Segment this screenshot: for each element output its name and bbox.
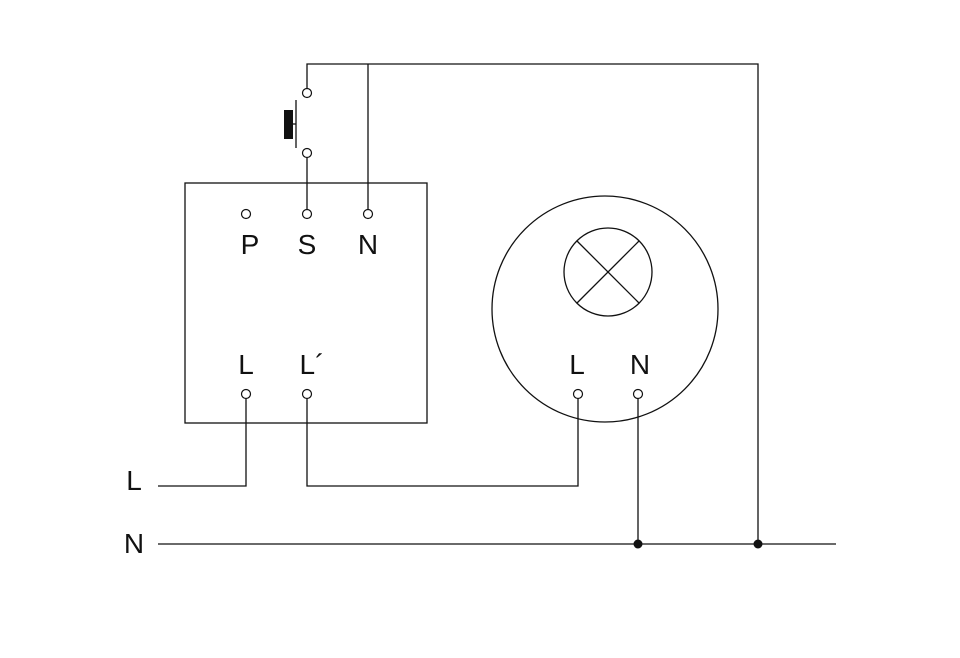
push-button-icon bbox=[284, 100, 297, 148]
label-p: P bbox=[241, 229, 260, 260]
lamp-terminal-l bbox=[572, 388, 584, 400]
lamp-housing bbox=[491, 195, 719, 423]
lamp-icon bbox=[563, 227, 653, 317]
lamp-label-l: L bbox=[569, 349, 585, 380]
label-l: L bbox=[238, 349, 254, 380]
actuator-box bbox=[184, 182, 428, 424]
wiring bbox=[158, 63, 836, 545]
switch-terminal-bottom bbox=[301, 147, 313, 159]
terminal-p bbox=[240, 208, 252, 220]
junction-node bbox=[633, 539, 643, 549]
supply-label-l: L bbox=[126, 465, 142, 496]
lamp-label-n: N bbox=[630, 349, 650, 380]
terminal-l bbox=[240, 388, 252, 400]
lamp-terminal-n bbox=[632, 388, 644, 400]
terminal-l-prime bbox=[301, 388, 313, 400]
supply-label-n: N bbox=[124, 528, 144, 559]
junction-node bbox=[753, 539, 763, 549]
terminal-s bbox=[301, 208, 313, 220]
label-l-prime: L´ bbox=[300, 349, 325, 380]
label-n: N bbox=[358, 229, 378, 260]
label-s: S bbox=[298, 229, 317, 260]
switch-terminal-top bbox=[301, 87, 313, 99]
terminal-n bbox=[362, 208, 374, 220]
